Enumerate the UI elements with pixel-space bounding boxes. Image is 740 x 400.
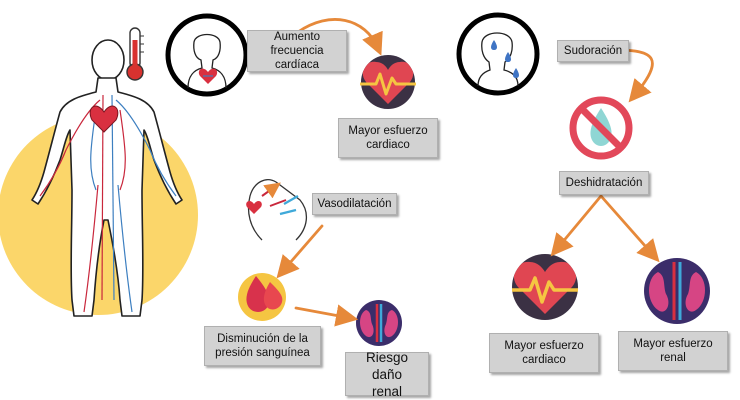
vasodilation-icon	[246, 179, 307, 241]
heart-rate-label: Aumento frecuencia cardíaca	[247, 30, 347, 72]
flow-arrows	[276, 18, 660, 327]
blood-drop-icon	[238, 273, 286, 321]
vasodilation-label: Vasodilatación	[312, 193, 397, 215]
thermometer-icon	[126, 27, 144, 81]
arrow-drop-to-kidney	[294, 304, 359, 327]
sweating-face-icon	[456, 12, 540, 96]
dehydration-label: Deshidratación	[559, 171, 649, 195]
kidney-risk-label: Riesgo daño renal	[345, 350, 429, 399]
person-heart-icon	[165, 13, 249, 97]
sweating-label: Sudoración	[557, 40, 629, 62]
heartbeat-icon	[360, 55, 416, 109]
arrow-vasodilation-to-drop	[276, 224, 324, 279]
renal-effort-label: Mayor esfuerzo renal	[618, 331, 728, 371]
arrow-dehydration-to-renal	[599, 194, 660, 263]
arrow-dehydration-to-cardiac	[550, 194, 603, 257]
no-water-drop-icon	[569, 96, 633, 160]
cardiac-effort-bottom-label: Mayor esfuerzo cardiaco	[489, 333, 599, 373]
pressure-drop-label: Disminución de la presión sanguínea	[204, 326, 321, 366]
human-circulatory-system-icon	[0, 39, 198, 317]
kidney-icon	[356, 300, 402, 346]
arrow-heart-rate-to-effort	[296, 18, 383, 56]
kidney-icon	[644, 258, 710, 324]
cardiac-effort-top-label: Mayor esfuerzo cardiaco	[338, 118, 438, 158]
heartbeat-icon	[512, 254, 578, 320]
